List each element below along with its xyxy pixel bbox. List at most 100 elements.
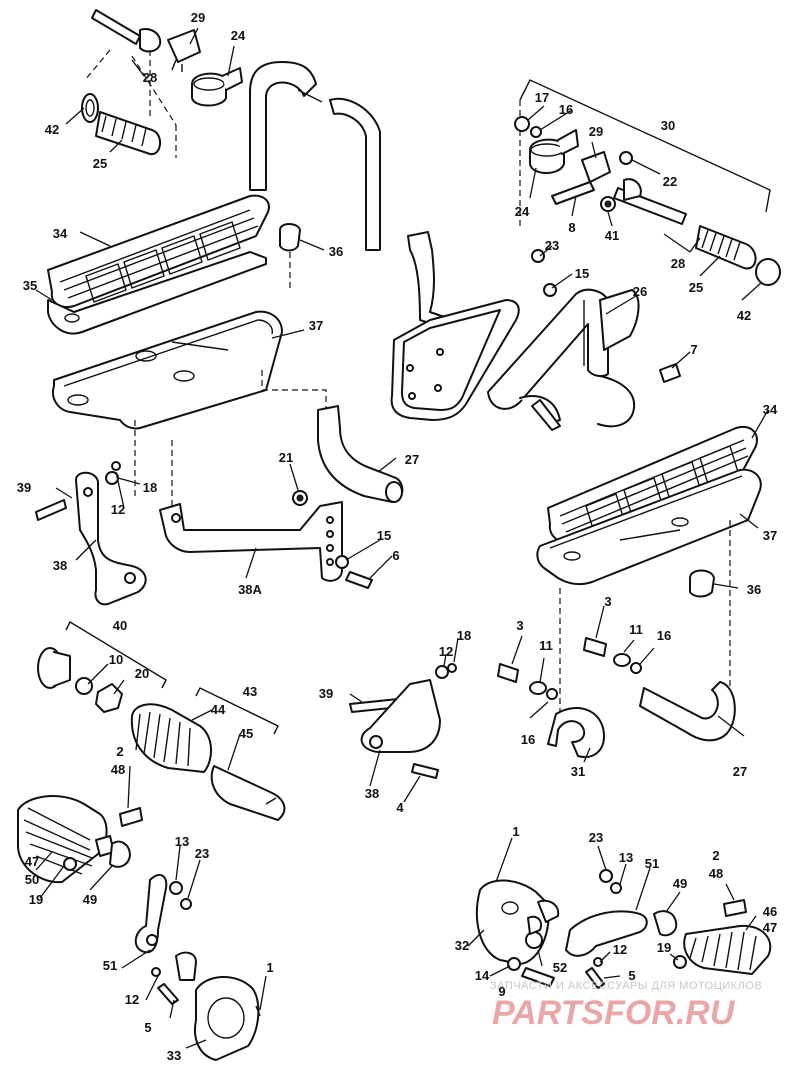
- callout-16: 16: [521, 732, 535, 747]
- callout-48: 48: [111, 762, 125, 777]
- callout-6: 6: [392, 548, 399, 563]
- callout-43: 43: [243, 684, 257, 699]
- callout-16: 16: [559, 102, 573, 117]
- callout-21: 21: [279, 450, 293, 465]
- callout-15: 15: [377, 528, 391, 543]
- callout-44: 44: [211, 702, 226, 717]
- watermark-brand: PARTSFOR.RU: [492, 994, 736, 1032]
- passenger-peg-assembly-left: [81, 9, 243, 158]
- callout-52: 52: [553, 960, 567, 975]
- shift-lever-assembly: [476, 869, 772, 989]
- callout-47: 47: [25, 854, 39, 869]
- callout-47: 47: [763, 920, 777, 935]
- callout-42: 42: [737, 308, 751, 323]
- callout-48: 48: [709, 866, 723, 881]
- left-support-brackets: [35, 370, 404, 606]
- callout-labels: 2924284225171630292224841231528254226734…: [17, 10, 778, 1063]
- callout-2: 2: [116, 744, 123, 759]
- callout-10: 10: [109, 652, 123, 667]
- callout-38: 38: [53, 558, 67, 573]
- callout-42: 42: [45, 122, 59, 137]
- callout-29: 29: [191, 10, 205, 25]
- callout-12: 12: [613, 942, 627, 957]
- callout-18: 18: [143, 480, 157, 495]
- callout-1: 1: [512, 824, 519, 839]
- passenger-peg-assembly-right: [514, 79, 781, 297]
- callout-25: 25: [689, 280, 703, 295]
- callout-19: 19: [29, 892, 43, 907]
- callout-35: 35: [23, 278, 37, 293]
- callout-37: 37: [763, 528, 777, 543]
- callout-25: 25: [93, 156, 107, 171]
- callout-31: 31: [571, 764, 585, 779]
- callout-12: 12: [439, 644, 453, 659]
- callout-23: 23: [589, 830, 603, 845]
- callout-39: 39: [17, 480, 31, 495]
- callout-34: 34: [763, 402, 778, 417]
- callout-12: 12: [125, 992, 139, 1007]
- callout-40: 40: [113, 618, 127, 633]
- callout-17: 17: [535, 90, 549, 105]
- callout-13: 13: [175, 834, 189, 849]
- callout-22: 22: [663, 174, 677, 189]
- callout-12: 12: [111, 502, 125, 517]
- callout-38: 38: [365, 786, 379, 801]
- callout-30: 30: [661, 118, 675, 133]
- footboard-right: [536, 426, 762, 720]
- footboard-left: [47, 194, 301, 430]
- callout-51: 51: [645, 856, 659, 871]
- callout-23: 23: [545, 238, 559, 253]
- callout-24: 24: [515, 204, 530, 219]
- callout-15: 15: [575, 266, 589, 281]
- callout-27: 27: [733, 764, 747, 779]
- callout-8: 8: [568, 220, 575, 235]
- callout-27: 27: [405, 452, 419, 467]
- peg-rubber-groups: [37, 621, 286, 821]
- callout-49: 49: [83, 892, 97, 907]
- callout-3: 3: [604, 594, 611, 609]
- shift-peg-assembly: [17, 795, 261, 1061]
- callout-37: 37: [309, 318, 323, 333]
- callout-14: 14: [475, 968, 490, 983]
- callout-38A: 38A: [238, 582, 262, 597]
- callout-46: 46: [763, 904, 777, 919]
- callout-13: 13: [619, 850, 633, 865]
- callout-23: 23: [195, 846, 209, 861]
- bent-rail: [249, 61, 381, 251]
- callout-28: 28: [143, 70, 157, 85]
- callout-36: 36: [329, 244, 343, 259]
- callout-45: 45: [239, 726, 253, 741]
- watermark-tagline: ЗАПЧАСТИ И АКСЕССУАРЫ ДЛЯ МОТОЦИКЛОВ: [490, 980, 762, 992]
- callout-49: 49: [673, 876, 687, 891]
- callout-41: 41: [605, 228, 619, 243]
- callout-11: 11: [629, 622, 643, 637]
- leader-lines: [35, 27, 769, 1049]
- watermark: ЗАПЧАСТИ И АКСЕССУАРЫ ДЛЯ МОТОЦИКЛОВ PAR…: [490, 980, 762, 1032]
- callout-36: 36: [747, 582, 761, 597]
- callout-34: 34: [53, 226, 68, 241]
- callout-11: 11: [539, 638, 553, 653]
- center-mount-bracket: [390, 231, 681, 431]
- callout-29: 29: [589, 124, 603, 139]
- callout-39: 39: [319, 686, 333, 701]
- callout-50: 50: [25, 872, 39, 887]
- callout-4: 4: [396, 800, 404, 815]
- callout-33: 33: [167, 1048, 181, 1063]
- callout-51: 51: [103, 958, 117, 973]
- callout-2: 2: [712, 848, 719, 863]
- callout-9: 9: [498, 984, 505, 999]
- callout-3: 3: [516, 618, 523, 633]
- callout-5: 5: [628, 968, 635, 983]
- callout-7: 7: [690, 342, 697, 357]
- callout-28: 28: [671, 256, 685, 271]
- callout-20: 20: [135, 666, 149, 681]
- callout-16: 16: [657, 628, 671, 643]
- callout-26: 26: [633, 284, 647, 299]
- callout-18: 18: [457, 628, 471, 643]
- callout-32: 32: [455, 938, 469, 953]
- callout-1: 1: [266, 960, 273, 975]
- callout-19: 19: [657, 940, 671, 955]
- callout-24: 24: [231, 28, 246, 43]
- callout-5: 5: [144, 1020, 151, 1035]
